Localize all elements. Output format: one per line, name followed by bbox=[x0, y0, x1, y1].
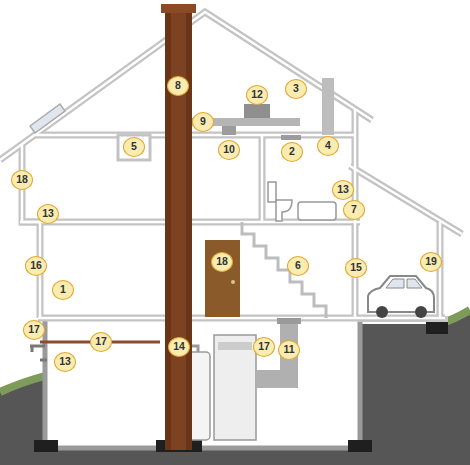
callout-number: 2 bbox=[281, 142, 303, 162]
callout-number: 6 bbox=[287, 256, 309, 276]
callout-number: 15 bbox=[345, 258, 367, 278]
car bbox=[368, 276, 434, 312]
ceiling bbox=[35, 134, 355, 137]
bath-fan bbox=[281, 135, 301, 140]
callout-number: 16 bbox=[25, 256, 47, 276]
footing bbox=[34, 440, 58, 452]
partition bbox=[261, 135, 264, 222]
garage-wall bbox=[439, 222, 442, 318]
floor-register bbox=[277, 318, 301, 324]
car-wheel bbox=[415, 306, 427, 318]
car-wheel bbox=[376, 306, 388, 318]
stairs bbox=[242, 222, 326, 318]
callout-number: 12 bbox=[246, 85, 268, 105]
callout-number: 3 bbox=[285, 79, 307, 99]
door-knob bbox=[231, 280, 235, 284]
callout-number: 10 bbox=[218, 140, 240, 160]
callout-number: 11 bbox=[278, 340, 300, 360]
pipe-stub bbox=[40, 359, 47, 362]
vent-pipe bbox=[322, 78, 334, 135]
grass bbox=[0, 376, 45, 392]
toilet-bowl bbox=[276, 200, 292, 221]
callout-number: 17 bbox=[253, 337, 275, 357]
callout-number: 9 bbox=[192, 112, 214, 132]
chimney bbox=[165, 10, 192, 450]
basement-wall bbox=[45, 318, 360, 448]
exhaust-fan bbox=[222, 126, 236, 135]
callout-number: 18 bbox=[11, 170, 33, 190]
house-structure-inner bbox=[0, 12, 462, 318]
footing bbox=[348, 440, 372, 452]
callout-number: 5 bbox=[123, 137, 145, 157]
toilet-tank bbox=[268, 182, 276, 202]
partition bbox=[259, 135, 266, 222]
callout-number: 13 bbox=[54, 352, 76, 372]
hose-bib bbox=[30, 346, 45, 352]
callout-number: 1 bbox=[52, 280, 74, 300]
callout-number: 7 bbox=[343, 200, 365, 220]
callout-number: 8 bbox=[167, 76, 189, 96]
attic-unit bbox=[244, 104, 270, 118]
soil bbox=[0, 310, 470, 465]
callout-number: 4 bbox=[317, 136, 339, 156]
closet bbox=[118, 135, 150, 160]
callout-number: 14 bbox=[168, 337, 190, 357]
callout-number: 13 bbox=[332, 180, 354, 200]
callout-number: 17 bbox=[90, 332, 112, 352]
ceiling bbox=[35, 132, 355, 139]
flue-pipe bbox=[192, 346, 198, 352]
garage-roof bbox=[350, 166, 462, 234]
callout-number: 18 bbox=[211, 252, 233, 272]
callout-number: 17 bbox=[23, 320, 45, 340]
callout-number: 19 bbox=[420, 252, 442, 272]
door bbox=[205, 240, 240, 317]
callout-number: 13 bbox=[37, 204, 59, 224]
bathtub bbox=[298, 202, 336, 220]
furnace-panel bbox=[218, 342, 252, 350]
garage-roof bbox=[350, 166, 462, 234]
car-windows bbox=[386, 279, 422, 288]
furnace bbox=[214, 335, 256, 440]
skylight bbox=[30, 104, 65, 133]
house-structure bbox=[0, 12, 462, 318]
chimney-cap bbox=[161, 4, 196, 13]
